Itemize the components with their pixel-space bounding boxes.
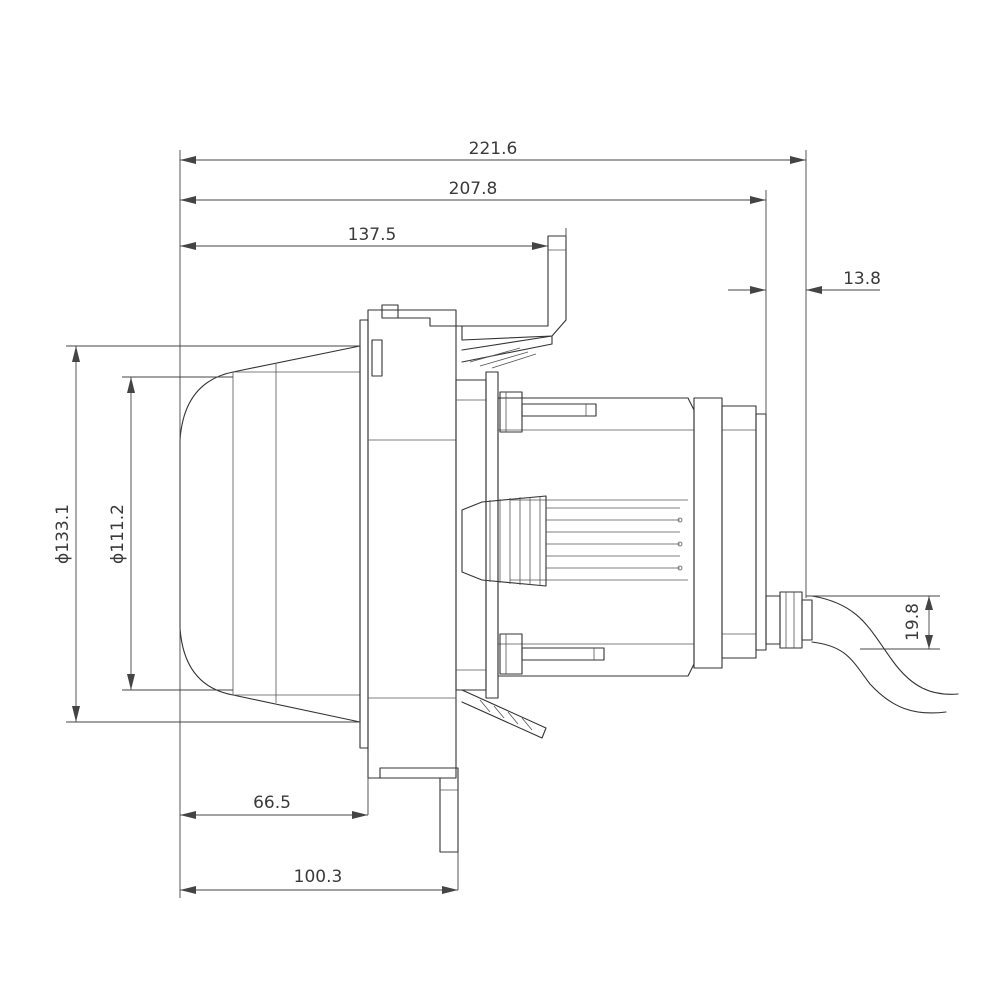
dim-label-221-6: 221.6 <box>469 139 518 159</box>
dim-label-13-8: 13.8 <box>843 269 881 289</box>
top-spring-clip <box>397 235 567 369</box>
dimension-inner-diameter: ϕ111.2 <box>108 377 135 690</box>
dimension-lens-depth: 66.5 <box>180 793 368 819</box>
heatsink-housing <box>455 371 767 699</box>
dim-label-19-8: 19.8 <box>903 603 923 641</box>
dimension-front-depth: 100.3 <box>180 867 458 894</box>
power-cable <box>811 595 959 714</box>
dimension-total: 221.6 <box>180 139 806 164</box>
dim-label-d111-2: ϕ111.2 <box>108 504 128 564</box>
dim-label-100-3: 100.3 <box>294 867 343 887</box>
dim-label-137-5: 137.5 <box>348 225 397 245</box>
dimension-gland: 13.8 <box>728 269 881 294</box>
dimension-clip: 137.5 <box>180 225 548 250</box>
flange-body <box>359 304 457 779</box>
lens-trim <box>179 345 361 723</box>
bottom-spring-clip <box>379 689 547 853</box>
dimension-outer-diameter: ϕ133.1 <box>53 346 80 722</box>
dim-label-207-8: 207.8 <box>449 179 498 199</box>
cable-gland <box>765 591 813 649</box>
dimension-body: 207.8 <box>180 179 766 204</box>
dimension-cable-height: 19.8 <box>903 596 933 649</box>
dim-label-66-5: 66.5 <box>253 793 291 813</box>
dim-label-d133-1: ϕ133.1 <box>53 504 73 564</box>
extension-lines <box>66 150 940 898</box>
